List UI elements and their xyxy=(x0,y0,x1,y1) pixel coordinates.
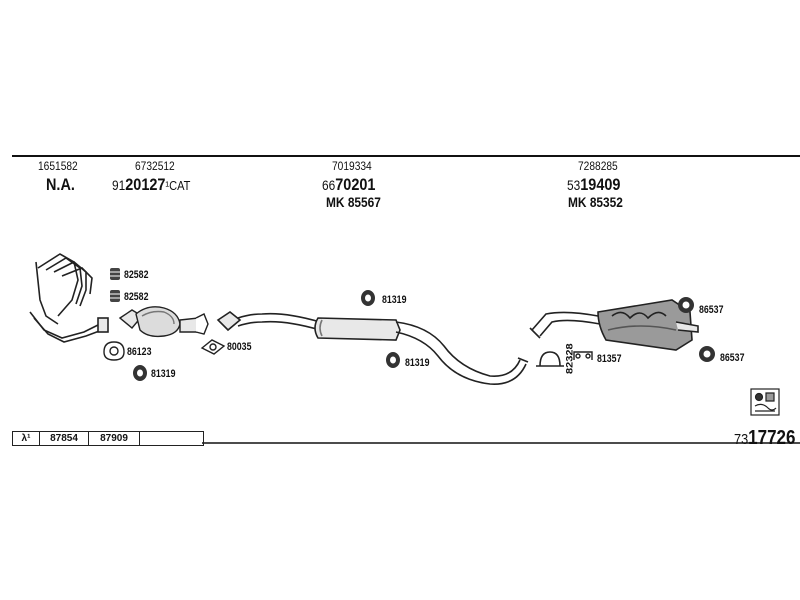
mount-82582-b-icon xyxy=(110,290,120,302)
col1-code-main: N.A. xyxy=(46,175,75,194)
part-82328-label: 82328 xyxy=(565,343,575,374)
col3-code-pre: 66 xyxy=(322,177,336,193)
col3-code-main: 70201 xyxy=(335,175,376,194)
part-82582-b-label: 82582 xyxy=(124,291,149,303)
clamp-82328-icon xyxy=(536,351,564,367)
part-81319-a-label: 81319 xyxy=(151,368,176,380)
front-pipe xyxy=(216,311,321,332)
part-81319-c-label: 81319 xyxy=(405,357,430,369)
col2-code: 9120127¹CAT xyxy=(112,176,190,193)
diagram-code: 7317726 xyxy=(734,427,795,450)
fitting-kit-icon xyxy=(750,388,780,416)
col3-ref: 7019334 xyxy=(332,159,372,173)
col2-code-pre: 91 xyxy=(112,177,126,193)
catalytic-converter xyxy=(118,306,209,338)
gasket-80035-icon xyxy=(200,339,226,355)
part-86537-b-label: 86537 xyxy=(720,352,745,364)
mount-82582-a-icon xyxy=(110,268,120,280)
col2-code-suffix: ¹CAT xyxy=(165,178,191,193)
part-80035-label: 80035 xyxy=(227,341,252,353)
diagram-code-main: 17726 xyxy=(748,427,796,449)
gasket-86123-icon xyxy=(103,341,125,361)
col1-ref: 1651582 xyxy=(38,159,78,173)
col4-code: 5319409 xyxy=(567,176,620,193)
part-86537-a-label: 86537 xyxy=(699,304,724,316)
ring-86537-b-icon xyxy=(699,346,715,362)
col4-ref: 7288285 xyxy=(578,159,618,173)
lambda-symbol: λ¹ xyxy=(13,432,40,445)
part-82582-a-label: 82582 xyxy=(124,269,149,281)
ring-86537-a-icon xyxy=(678,297,694,313)
part-86123-label: 86123 xyxy=(127,346,152,358)
col1-code: N.A. xyxy=(46,176,75,193)
part-81357-label: 81357 xyxy=(597,353,622,365)
hanger-81319-a-icon xyxy=(133,365,147,381)
col4-code-main: 19409 xyxy=(580,175,621,194)
lambda-cell-3 xyxy=(140,432,203,445)
centre-silencer xyxy=(314,317,529,385)
rear-silencer xyxy=(597,299,699,351)
diagram-code-pre: 73 xyxy=(734,431,749,448)
lambda-cell-1: 87854 xyxy=(40,432,89,445)
rear-pipe xyxy=(529,311,601,339)
col2-code-main: 20127 xyxy=(125,175,166,194)
lambda-cell-2: 87909 xyxy=(89,432,140,445)
col4-code-pre: 53 xyxy=(567,177,581,193)
bracket-81357-icon xyxy=(573,351,593,360)
part-81319-b-label: 81319 xyxy=(382,294,407,306)
hanger-81319-b-icon xyxy=(361,290,375,306)
lambda-sensor-row: λ¹ 87854 87909 xyxy=(12,431,204,446)
col4-mk: MK 85352 xyxy=(568,194,623,210)
hanger-81319-c-icon xyxy=(386,352,400,368)
col3-code: 6670201 xyxy=(322,176,375,193)
exhaust-manifold xyxy=(29,253,109,343)
col2-ref: 6732512 xyxy=(135,159,175,173)
col3-mk: MK 85567 xyxy=(326,194,381,210)
